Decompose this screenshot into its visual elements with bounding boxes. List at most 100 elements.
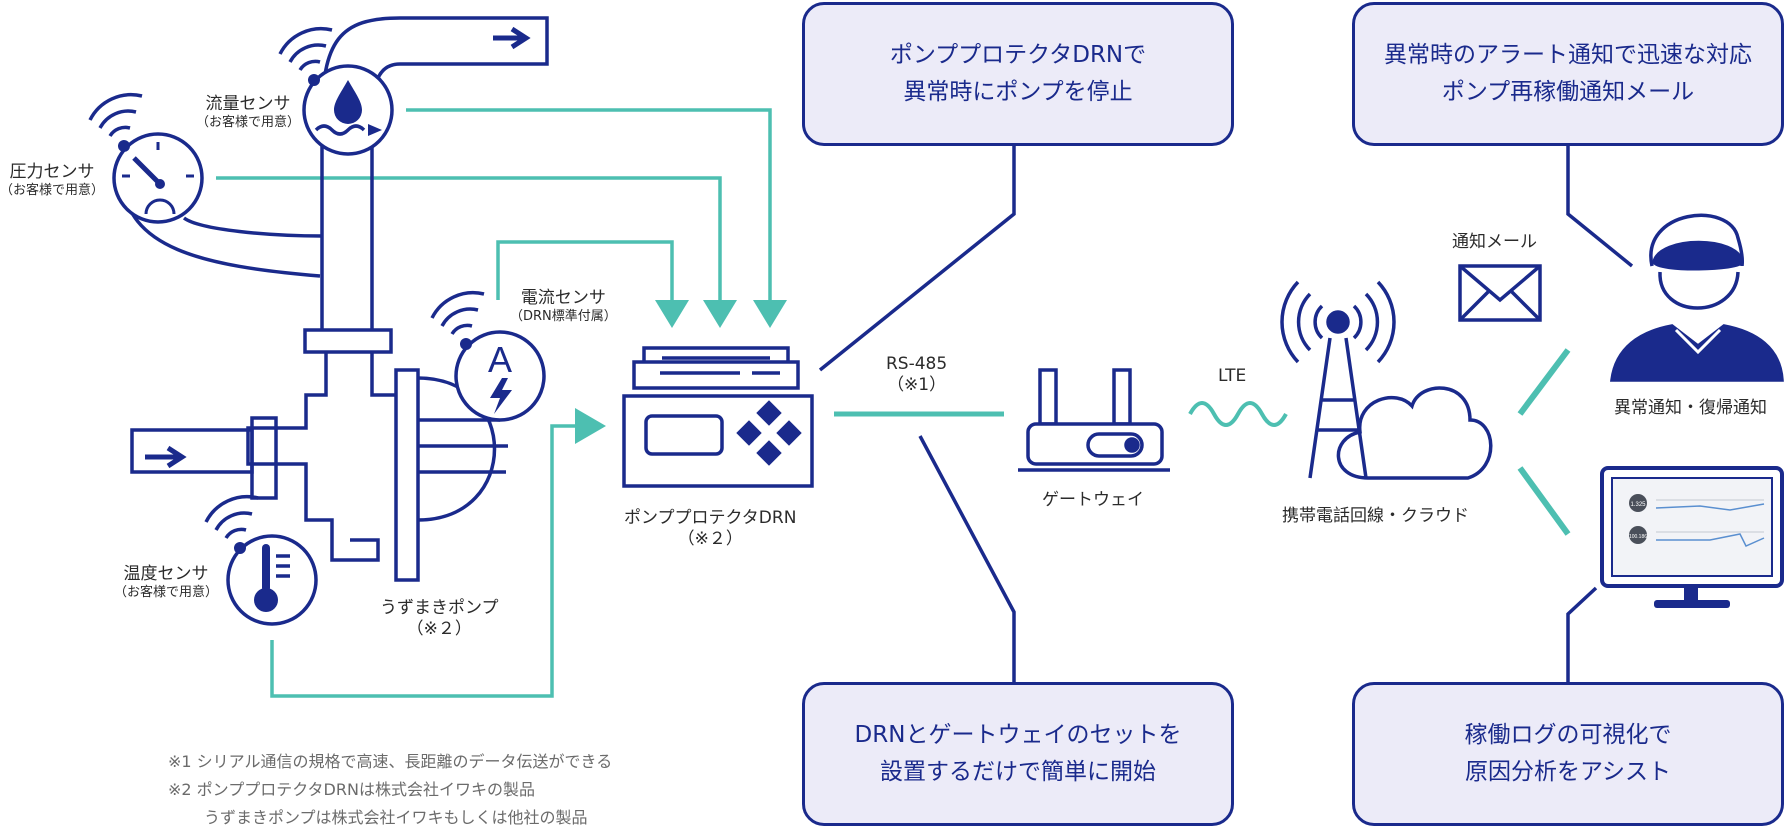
pump-label: うずまきポンプ （※２） — [380, 598, 499, 641]
callout-log-analysis: 稼働ログの可視化で 原因分析をアシスト — [1352, 682, 1784, 826]
arrowhead-temperature — [575, 408, 606, 444]
connector-log — [1566, 586, 1598, 684]
user-name: 異常通知・復帰通知 — [1614, 398, 1767, 418]
flow-wave-icon — [314, 124, 366, 136]
arrowhead-flow — [753, 300, 787, 328]
mail-name: 通知メール — [1452, 232, 1537, 252]
flow-sensor-note: （お客様で用意） — [196, 115, 301, 131]
temperature-wireless-icon — [204, 494, 259, 540]
pressure-sensor-name: 圧力センサ — [9, 162, 95, 182]
callout-stop-pump: ポンププロテクタDRNで 異常時にポンプを停止 — [802, 2, 1234, 146]
drn-device-icon — [622, 346, 814, 488]
pressure-sensor-label: 圧力センサ （お客様で用意） — [0, 162, 104, 200]
inlet-arrow-icon — [145, 445, 187, 469]
pump-body-top — [370, 352, 396, 397]
callout-alert-line2: ポンプ再稼働通知メール — [1441, 79, 1695, 105]
drn-label: ポンププロテクタDRN （※２） — [624, 508, 796, 551]
volute-flange — [394, 368, 420, 582]
current-signal-line — [496, 240, 674, 300]
lte-wave — [1188, 401, 1288, 427]
tower-icon — [1308, 337, 1368, 479]
footnote-2: ※2 ポンププロテクタDRNは株式会社イワキの製品 — [168, 780, 535, 799]
callout-alert-line1: 異常時のアラート通知で迅速な対応 — [1384, 42, 1752, 69]
current-sensor-note: （DRN標準付属） — [510, 309, 617, 325]
arrowhead-current — [655, 300, 689, 328]
flow-sensor — [278, 26, 394, 156]
pipe-arrows — [145, 26, 531, 469]
signal-lines — [216, 108, 1571, 698]
riser-pipe — [320, 146, 374, 330]
arrowhead-pressure — [703, 300, 737, 328]
callout-alert: 異常時のアラート通知で迅速な対応 ポンプ再稼働通知メール — [1352, 2, 1784, 146]
temperature-sensor — [204, 494, 318, 626]
monitor-reading-2: 100.186 — [1629, 534, 1647, 540]
upper-flange — [303, 328, 393, 354]
connector-stop — [818, 144, 1016, 372]
pump-name: うずまきポンプ — [380, 598, 499, 618]
callout-log-line2: 原因分析をアシスト — [1464, 759, 1672, 785]
gateway-icon — [1018, 368, 1170, 472]
pump-body-left — [246, 352, 380, 562]
inlet-pipe — [130, 428, 254, 474]
cloud-name: 携帯電話回線・クラウド — [1282, 506, 1469, 526]
temperature-signal-line — [270, 424, 575, 698]
cloud-to-monitor-line — [1517, 466, 1571, 536]
pressure-sensor-note: （お客様で用意） — [0, 183, 105, 199]
flow-wireless-icon — [278, 26, 333, 72]
footnote-3: うずまきポンプは株式会社イワキもしくは他社の製品 — [204, 808, 588, 827]
cloud-to-user-line — [1517, 348, 1571, 416]
drn-name: ポンププロテクタDRN — [624, 508, 797, 528]
temperature-sensor-label: 温度センサ （お客様で用意） — [114, 564, 218, 602]
connector-setup — [918, 435, 1016, 684]
rs485-protocol: RS-485 — [886, 354, 948, 374]
pressure-wireless-icon — [88, 92, 143, 138]
cloud-icon — [1336, 386, 1493, 480]
gateway-label: ゲートウェイ — [1042, 490, 1144, 511]
mail-icon — [1458, 264, 1542, 322]
callout-connectors — [818, 144, 1634, 684]
rs485-note: （※1） — [887, 375, 947, 396]
gauge-needle-icon — [132, 156, 162, 186]
callout-setup-line2: 設置するだけで簡単に開始 — [880, 759, 1156, 785]
current-sensor: A — [430, 290, 546, 422]
temperature-sensor-name: 温度センサ — [123, 564, 209, 584]
ammeter-glyph: A — [488, 339, 512, 380]
gateway-name: ゲートウェイ — [1042, 490, 1144, 510]
flow-sensor-name: 流量センサ — [205, 94, 291, 114]
callout-easy-setup: DRNとゲートウェイのセットを 設置するだけで簡単に開始 — [802, 682, 1234, 826]
current-wireless-icon — [430, 290, 485, 336]
lte-text: LTE — [1218, 366, 1247, 386]
user-label: 異常通知・復帰通知 — [1614, 398, 1767, 419]
keypad-icon — [736, 400, 802, 466]
callout-stop-line2: 異常時にポンプを停止 — [903, 79, 1133, 105]
callout-setup-line1: DRNとゲートウェイのセットを — [854, 722, 1182, 749]
signal-arrowheads — [575, 300, 787, 444]
rs485-label: RS-485 （※1） — [886, 354, 947, 397]
connector-alert — [1566, 144, 1634, 268]
user-icon — [1610, 213, 1784, 382]
signal-waves-icon — [1280, 280, 1396, 364]
mail-label: 通知メール — [1452, 232, 1537, 253]
cell-tower-cloud-icon — [1280, 280, 1493, 480]
flow-signal-line — [406, 108, 772, 300]
lte-label: LTE — [1218, 366, 1246, 387]
lightning-icon — [490, 378, 512, 414]
footnote-1: ※1 シリアル通信の規格で高速、長距離のデータ伝送ができる — [168, 752, 613, 771]
volute-casing — [417, 376, 497, 522]
callout-log-line1: 稼働ログの可視化で — [1464, 722, 1672, 749]
current-sensor-label: 電流センサ （DRN標準付属） — [510, 288, 617, 326]
monitor-reading-1: 1.325 — [1630, 502, 1646, 508]
volute-lines — [418, 418, 508, 474]
current-sensor-name: 電流センサ — [520, 288, 606, 308]
monitor-icon: 1.325 100.186 — [1600, 466, 1784, 608]
water-drop-icon — [334, 80, 362, 124]
pressure-signal-line — [216, 176, 722, 300]
flow-sensor-label: 流量センサ （お客様で用意） — [196, 94, 300, 132]
cloud-label: 携帯電話回線・クラウド — [1282, 506, 1469, 527]
inlet-flange — [250, 416, 278, 500]
temperature-sensor-note: （お客様で用意） — [114, 585, 219, 601]
pump-note: （※２） — [406, 619, 472, 640]
pressure-tap-line-2 — [182, 216, 323, 238]
pressure-sensor — [88, 92, 204, 224]
